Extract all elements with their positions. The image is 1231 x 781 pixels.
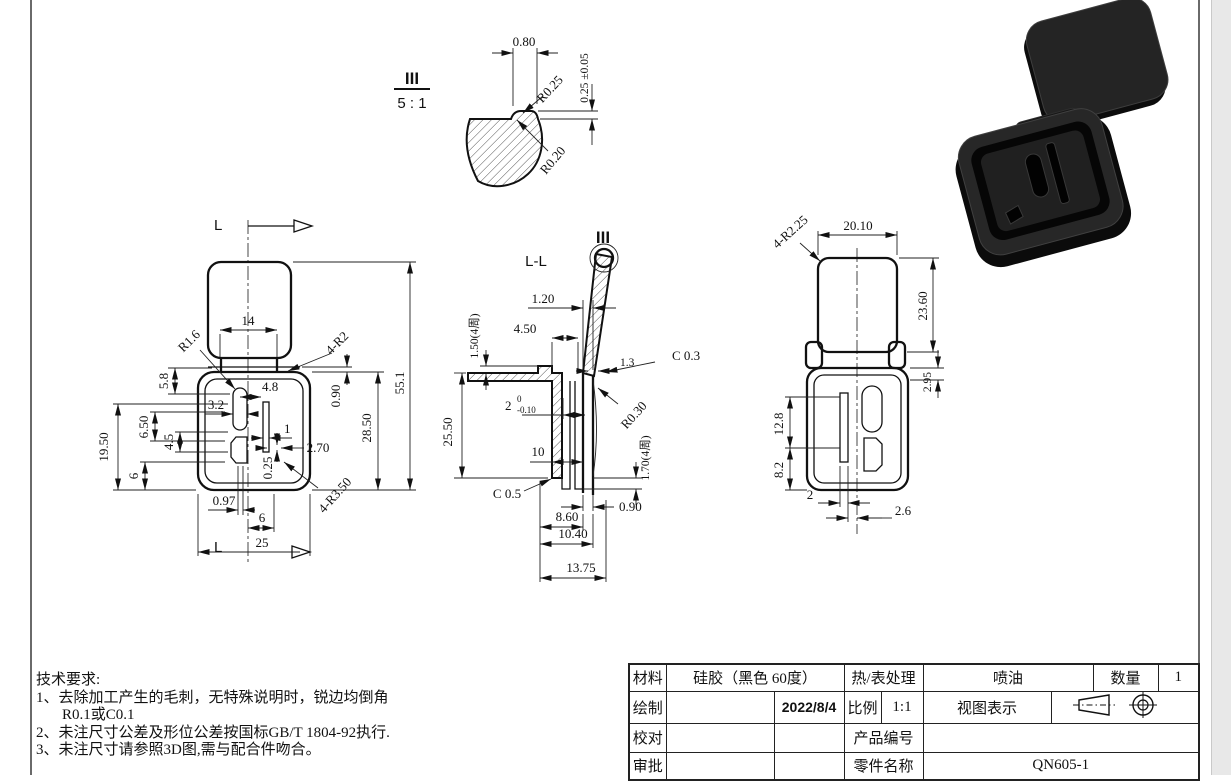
- dim-front-1: 1: [284, 421, 291, 436]
- dim-front-r2: 4-R2: [322, 328, 351, 357]
- drawn-date: 2022/8/4: [773, 690, 845, 724]
- dim-side-295: 2.95: [922, 372, 934, 392]
- dim-side-82: 8.2: [771, 462, 786, 478]
- dim-sec-120: 1.20: [532, 291, 555, 306]
- approve-label: 审批: [628, 751, 667, 781]
- check-date: [773, 722, 845, 753]
- dim-front-270: 2.70: [307, 440, 330, 455]
- dim-sec-2550: 25.50: [440, 417, 455, 446]
- section-label-top: L: [214, 217, 222, 234]
- detail-label: III: [405, 69, 419, 88]
- dim-sec-450: 4.50: [514, 321, 537, 336]
- dim-front-48: 4.8: [262, 379, 278, 394]
- dim-sec-860: 8.60: [556, 509, 579, 524]
- dim-front-58: 5.8: [156, 373, 171, 389]
- drawn-label: 绘制: [628, 690, 667, 724]
- view-label: 视图表示: [922, 690, 1052, 724]
- qty-label: 数量: [1092, 663, 1159, 692]
- approve-date: [773, 751, 845, 781]
- dim-front-6-bottom: 6: [259, 510, 266, 525]
- dim-sec-150: 1.50(4周): [468, 313, 481, 358]
- dim-side-r225: 4-R2.25: [769, 212, 810, 251]
- part-name-value: QN605-1: [922, 751, 1200, 781]
- approve-name: [665, 751, 775, 781]
- section-detail-marker: III: [596, 228, 610, 247]
- dim-front-cap-width: 14: [242, 313, 256, 328]
- note-line-1b: R0.1或C0.1: [62, 707, 135, 723]
- dim-sec-1375: 13.75: [566, 560, 595, 575]
- material-value: 硅胶（黑色 60度）: [665, 663, 845, 692]
- projection-symbol-icon: [1072, 692, 1157, 718]
- finish-value: 喷油: [922, 663, 1094, 692]
- dim-front-2850: 28.50: [359, 413, 374, 442]
- dim-front-1950: 19.50: [96, 432, 111, 461]
- dim-front-025: 0.25: [260, 457, 275, 480]
- drawing-frame-left: [30, 0, 32, 775]
- check-name: [665, 722, 775, 753]
- finish-label: 热/表处理: [843, 663, 924, 692]
- dim-sec-090: 0.90: [619, 499, 642, 514]
- section-view: L-L III 1.20 1.50(4周) 4.50 1.3 C 0: [440, 228, 700, 582]
- dim-sec-c05: C 0.5: [493, 486, 521, 501]
- product-no-value: [922, 722, 1200, 753]
- dim-sec-2-tol-lower: -0.10: [517, 405, 536, 415]
- dim-front-097: 0.97: [213, 493, 236, 508]
- material-label: 材料: [628, 663, 667, 692]
- dim-front-r350: 4-R3.50: [315, 474, 354, 515]
- dim-sec-1040: 10.40: [558, 526, 587, 541]
- dim-front-32: 3.2: [208, 397, 224, 412]
- projection-symbols: [1050, 690, 1200, 724]
- dim-front-6-left: 6: [126, 472, 141, 479]
- section-label-bottom: L: [214, 539, 222, 556]
- page-edge-strip: [1211, 0, 1231, 775]
- dim-side-128: 12.8: [771, 413, 786, 436]
- notes-title: 技术要求:: [36, 672, 101, 688]
- dim-front-650: 6.50: [136, 416, 151, 439]
- dim-sec-r030: R0.30: [618, 398, 650, 431]
- side-view: 20.10 4-R2.25 23.60 2.95 12.8 8.2 2 2: [769, 212, 944, 534]
- front-view: L 14 R1.6 4-R2 5.8 4.8 0.90: [96, 217, 416, 562]
- dim-sec-170: 1.70(4周): [639, 435, 652, 480]
- dim-side-cap-width: 20.10: [843, 218, 872, 233]
- dim-front-r16: R1.6: [175, 326, 204, 355]
- dim-detail-r-top: R0.25: [534, 72, 566, 105]
- note-line-2: 2、未注尺寸公差及形位公差按国标GB/T 1804-92执行.: [36, 724, 390, 741]
- technical-notes: 技术要求: 1、去除加工产生的毛刺，无特殊说明时，锐边均倒角 R0.1或C0.1…: [36, 672, 611, 760]
- scale-value: 1:1: [880, 690, 924, 724]
- dim-front-090: 0.90: [328, 385, 343, 408]
- check-label: 校对: [628, 722, 667, 753]
- dim-sec-c03: C 0.3: [672, 348, 700, 363]
- dim-sec-13: 1.3: [620, 357, 635, 369]
- note-line-3: 3、未注尺寸请参照3D图,需与配合件吻合。: [36, 742, 321, 758]
- scale-label: 比例: [843, 690, 882, 724]
- dim-side-cap-height: 23.60: [915, 291, 930, 320]
- dim-sec-2: 2: [505, 398, 512, 413]
- detail-view: III 5 : 1 0.80 R0.25 0.25 ±0.05 R0.20: [394, 34, 598, 188]
- dim-front-45: 4.5: [161, 434, 176, 450]
- dim-sec-10: 10: [532, 444, 545, 459]
- dim-front-25: 25: [256, 535, 269, 550]
- dim-side-26: 2.6: [895, 503, 912, 518]
- detail-scale: 5 : 1: [397, 95, 426, 112]
- drawn-name: [665, 690, 775, 724]
- dim-detail-width: 0.80: [513, 34, 536, 49]
- section-title: L-L: [525, 253, 547, 270]
- title-block: 材料 硅胶（黑色 60度） 热/表处理 喷油 数量 1 绘制 2022/8/4 …: [628, 663, 1200, 781]
- render-3d: [955, 0, 1169, 268]
- note-line-1: 1、去除加工产生的毛刺，无特殊说明时，锐边均倒角: [36, 689, 389, 706]
- dim-sec-2-tol-upper: 0: [517, 394, 522, 404]
- dim-detail-height-tol: 0.25 ±0.05: [579, 53, 591, 103]
- part-name-label: 零件名称: [843, 751, 924, 781]
- product-no-label: 产品编号: [843, 722, 924, 753]
- drawing-frame-right: [1198, 0, 1200, 775]
- dim-front-total-height: 55.1: [392, 372, 407, 395]
- dim-side-2: 2: [807, 487, 814, 502]
- qty-value: 1: [1157, 663, 1200, 692]
